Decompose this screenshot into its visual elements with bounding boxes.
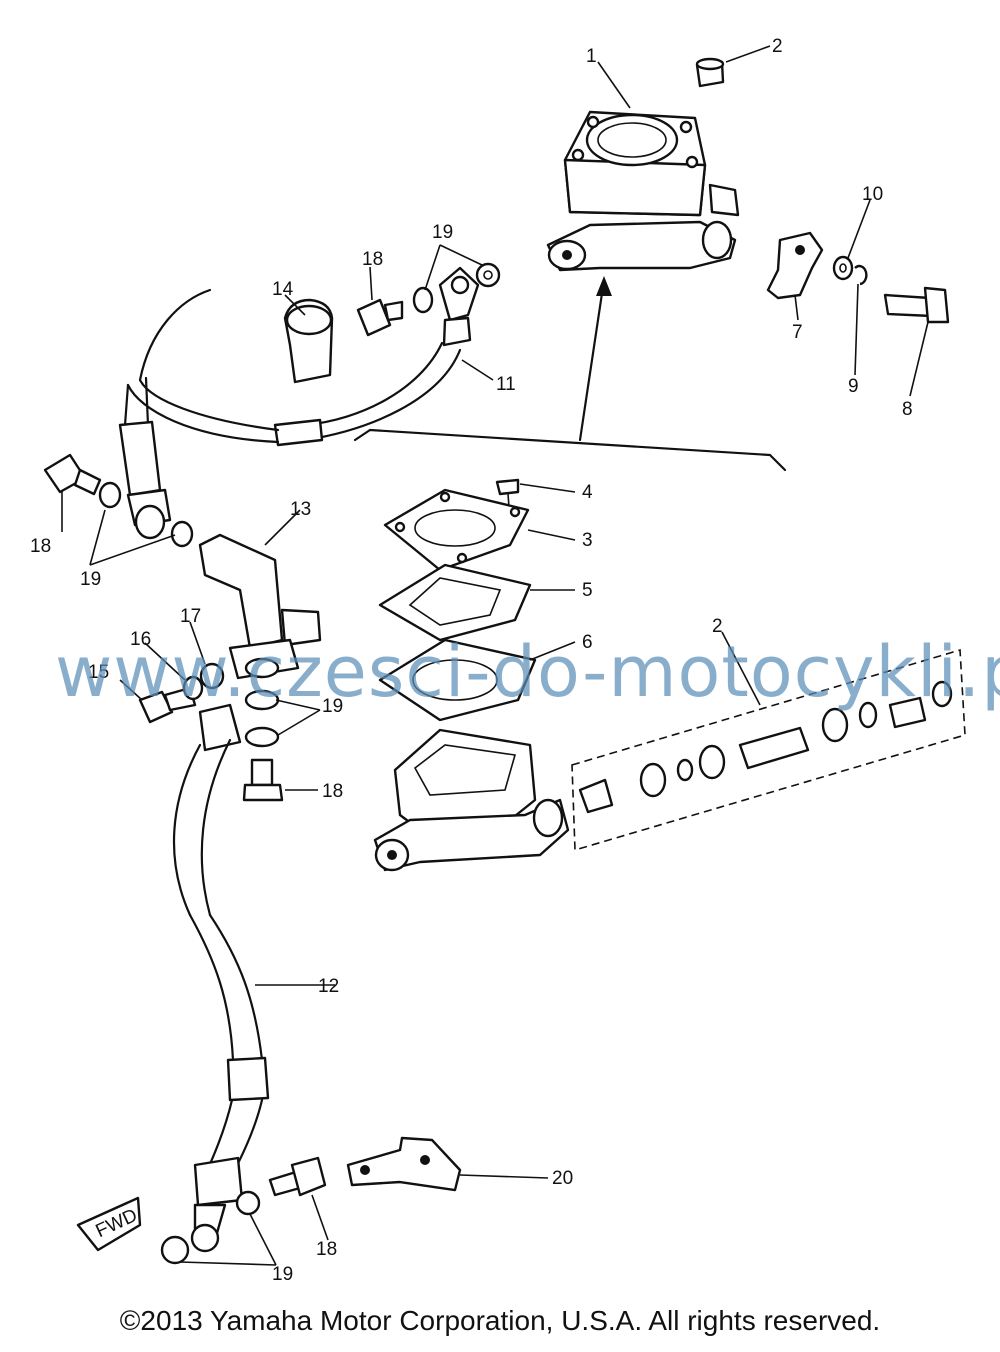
exploded-arrow-head [596,276,612,296]
hose-part-11 [126,288,462,447]
callout-8: 8 [902,399,913,420]
bolt-part-8 [883,286,950,324]
cap-part-2 [695,57,725,88]
callout-16: 16 [130,629,151,650]
callout-14: 14 [272,279,294,300]
callout-4: 4 [582,482,593,503]
callout-17: 17 [180,606,201,627]
cylinder-body-exploded [373,728,570,872]
exploded-bracket-line [353,428,787,472]
callout-2-top: 2 [772,36,783,57]
cap-part-13 [198,533,322,650]
bracket-part-20 [346,1136,462,1192]
callout-18-top: 18 [362,249,383,270]
leader-lines [61,45,929,1266]
piston-kit-box [571,648,966,852]
callout-2-kit: 2 [712,616,723,637]
banjo-bolt-part-18-left [43,453,102,496]
cap-part-14 [283,298,334,384]
banjo-bolt-part-18-mid [242,758,284,802]
diaphragm-part-6 [378,638,537,722]
callout-19-lower: 19 [272,1264,293,1285]
hose-part-12 [172,703,270,1207]
banjo-lower [160,1190,261,1265]
forward-direction-arrow [76,1196,142,1252]
washer-part-16 [182,675,204,701]
callout-20: 20 [552,1168,573,1189]
callout-12: 12 [318,976,339,997]
cover-part-3 [383,488,530,572]
washer-part-10 [832,255,854,281]
bracket-part-7 [766,231,824,300]
callout-19-mid: 19 [322,696,343,717]
callout-15: 15 [88,662,109,683]
callout-18-left: 18 [30,536,51,557]
callout-7: 7 [792,322,803,343]
washer-part-17 [199,662,225,690]
callout-3: 3 [582,530,593,551]
exploded-arrow-line [578,278,606,442]
callout-19-top: 19 [432,222,453,243]
copyright-notice: ©2013 Yamaha Motor Corporation, U.S.A. A… [119,1305,881,1336]
banjo-bolt-part-18-lower [268,1156,327,1197]
watermark-text: www.czesci-do-motocykli.pl [55,631,1000,713]
gasket-part-5 [378,563,532,642]
callout-9: 9 [848,376,859,397]
callout-11: 11 [496,374,516,395]
washer-part-9 [854,264,868,286]
callout-5: 5 [582,580,593,601]
callout-19-left: 19 [80,569,101,590]
callout-18-mid: 18 [322,781,343,802]
washers-part-19-left [98,481,194,548]
master-cylinder-assembly [546,110,740,272]
callout-18-lower: 18 [316,1239,337,1260]
callout-10: 10 [862,184,883,205]
washers-part-19-top [412,262,501,314]
banjo-fitting-top [438,266,480,347]
bolt-part-15 [138,686,197,724]
callout-13: 13 [290,499,311,520]
banjo-bolt-part-18-top [356,298,404,337]
callout-6: 6 [582,632,593,653]
junction-block [228,638,300,748]
callout-1: 1 [586,46,597,67]
